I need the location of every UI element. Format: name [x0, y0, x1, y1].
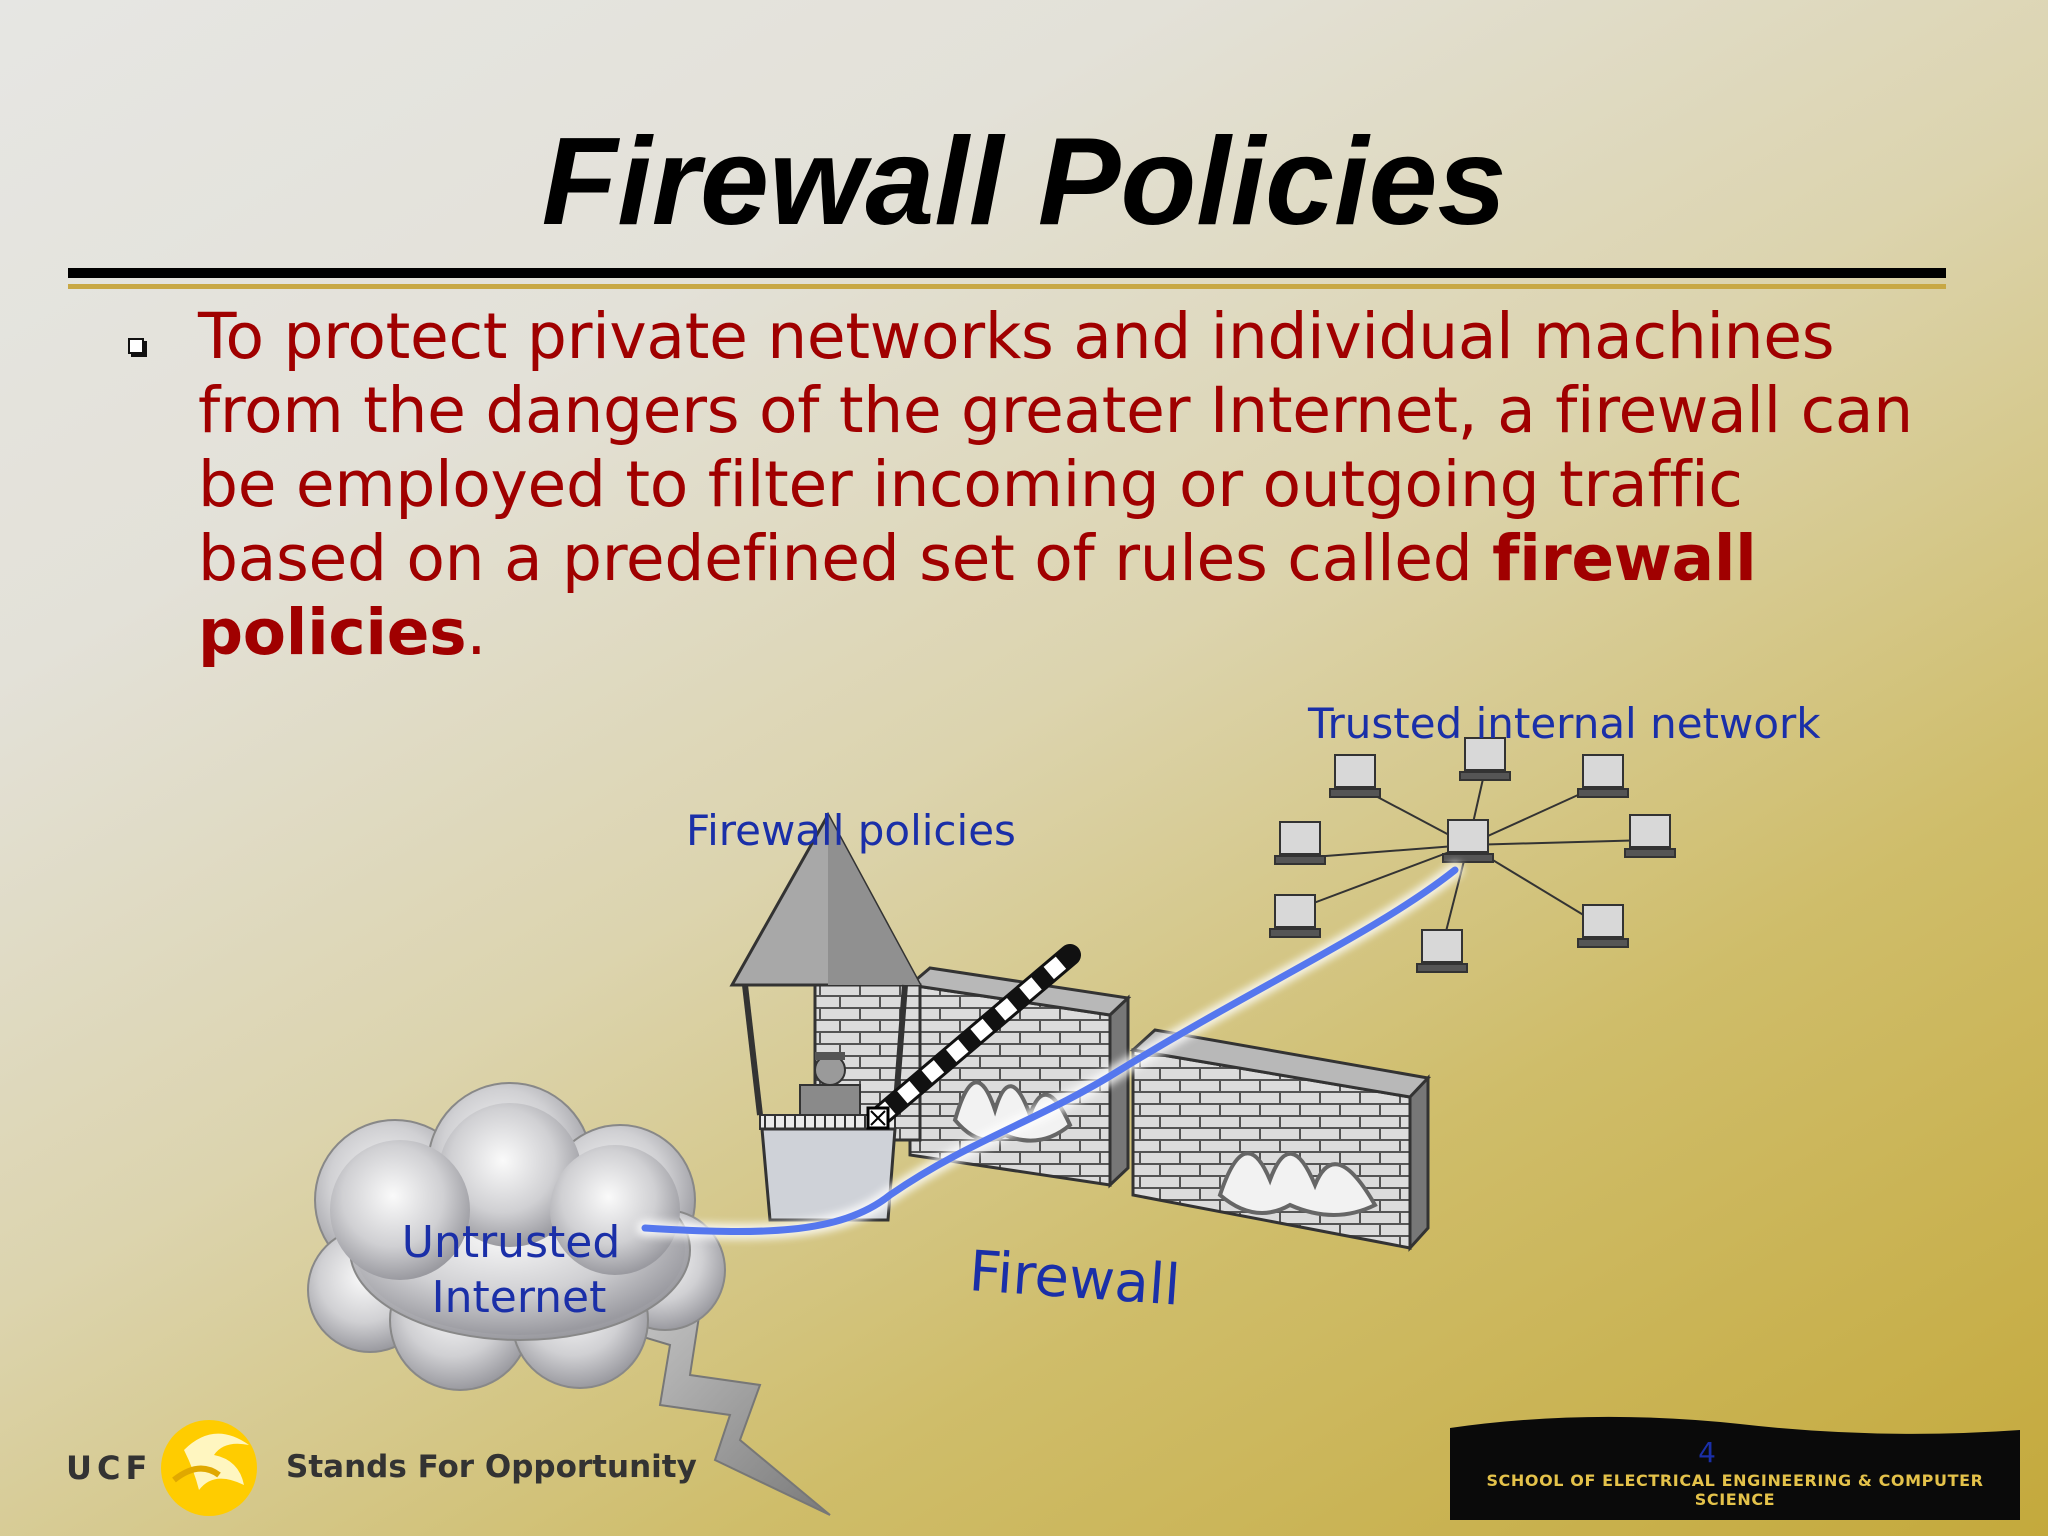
firewall-label: Firewall	[967, 1239, 1182, 1319]
slide-title: Firewall Policies	[541, 113, 1507, 251]
bullet-text-main: To protect private networks and individu…	[198, 300, 1913, 595]
computer-icon	[1269, 737, 1676, 973]
page-number: 4	[1698, 1436, 1716, 1469]
bullet-text-end: .	[466, 596, 487, 669]
title-divider	[68, 268, 1946, 278]
connection-line	[637, 862, 1463, 1240]
internet-cloud-icon	[307, 1082, 726, 1391]
guard-tower-icon	[729, 811, 923, 1222]
bullet-text-bold: firewall policies	[198, 522, 1757, 669]
network-star-icon	[1269, 737, 1676, 973]
ucf-pegasus-logo	[161, 1420, 257, 1516]
footer-tagline: Stands For Opportunity	[286, 1449, 697, 1485]
title-divider-accent	[68, 284, 1946, 289]
school-name: SCHOOL OF ELECTRICAL ENGINEERING & COMPU…	[1486, 1471, 1984, 1509]
barrier-gate-icon	[866, 944, 1081, 1130]
lightning-bolt-icon	[618, 1298, 831, 1516]
firewall-policies-label: Firewall policies	[686, 806, 1016, 855]
untrusted-label-line1: Untrusted	[402, 1217, 621, 1268]
bullet-square-icon	[128, 338, 144, 354]
ucf-wordmark: UCF	[66, 1449, 153, 1487]
bullet-text: To protect private networks and individu…	[198, 300, 1918, 670]
trusted-network-label: Trusted internal network	[1307, 699, 1821, 748]
firewall-wall-right	[1129, 1028, 1432, 1252]
untrusted-label-line2: Internet	[432, 1272, 607, 1323]
school-banner	[1450, 1416, 2020, 1520]
